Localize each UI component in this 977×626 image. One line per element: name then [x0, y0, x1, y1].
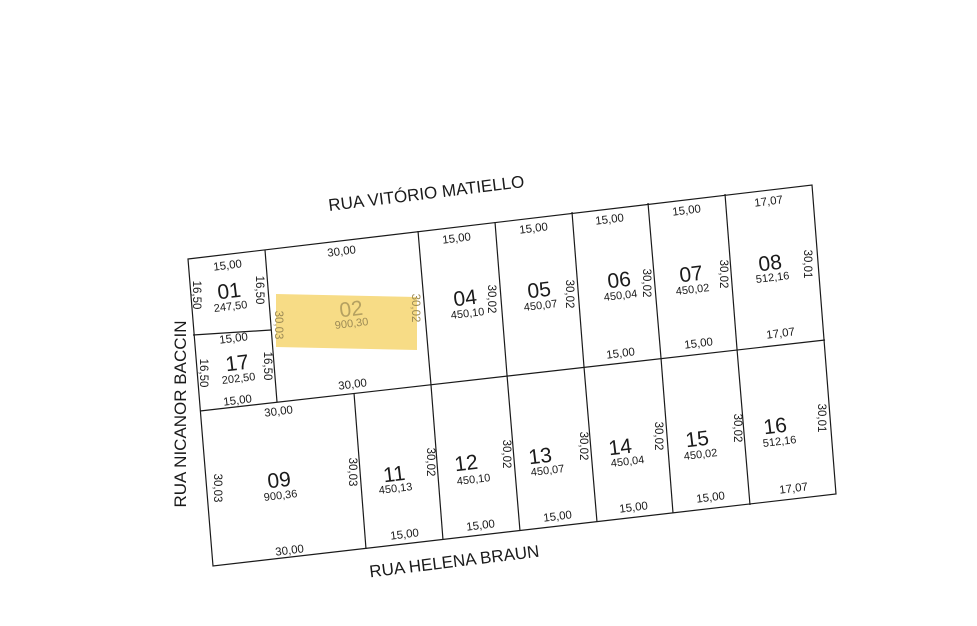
lot-area: 512,16 — [762, 434, 797, 450]
divider-04-05 — [494, 221, 508, 376]
lot-number: 04 — [452, 286, 478, 312]
lot-dimension: 15,00 — [672, 203, 702, 218]
lot-number: 02 — [338, 297, 364, 323]
lot-number: 08 — [757, 251, 783, 277]
lot-dimension: 17,07 — [754, 194, 784, 209]
lot-dimension: 30,00 — [327, 244, 357, 259]
lot-dimension: 15,00 — [519, 221, 549, 236]
lot-area: 450,07 — [523, 298, 558, 314]
lot-number: 07 — [678, 262, 704, 288]
lot-dimension: 15,00 — [219, 331, 249, 346]
lot-area: 900,30 — [334, 316, 369, 332]
lot-area: 450,13 — [378, 481, 413, 497]
lot-area: 450,07 — [530, 463, 565, 479]
lot-area: 450,04 — [610, 454, 645, 470]
lot-number: 13 — [527, 444, 553, 470]
lot-area: 202,50 — [221, 371, 256, 387]
divider-07-08 — [724, 193, 738, 350]
divider-12-13 — [506, 374, 521, 532]
lot-area: 247,50 — [213, 299, 248, 315]
lot-dimension: 15,00 — [595, 212, 625, 227]
lot-number: 09 — [266, 468, 292, 494]
lot-area: 900,36 — [263, 488, 298, 504]
lot-dimension: 17,07 — [779, 481, 809, 496]
divider-09-11 — [353, 392, 367, 550]
lot-dimension: 15,00 — [466, 518, 496, 533]
lot-dimension: 30,02 — [640, 269, 652, 298]
lot-dimension: 15,00 — [390, 527, 420, 542]
street-south-label: RUA HELENA BRAUN — [368, 542, 540, 582]
lot-dimension: 30,01 — [801, 250, 813, 279]
lot-dimension: 30,02 — [717, 260, 729, 289]
divider-11-12 — [430, 384, 444, 541]
lot-area: 450,04 — [603, 288, 638, 304]
divider-14-15 — [660, 357, 674, 514]
lot-number: 11 — [382, 462, 406, 487]
lot-dimension: 30,02 — [424, 448, 436, 477]
lot-dimension: 30,00 — [264, 404, 294, 419]
lot-number: 12 — [453, 451, 479, 477]
lot-dimension: 30,00 — [338, 377, 368, 392]
lot-dimension: 30,02 — [731, 414, 743, 443]
lot-number: 14 — [607, 435, 633, 461]
lot-number: 01 — [216, 279, 242, 305]
lot-dimension: 16,50 — [197, 359, 209, 388]
lot-number: 05 — [526, 278, 552, 304]
lot-dimension: 30,02 — [409, 294, 421, 323]
lot-area: 450,10 — [450, 306, 485, 322]
lot-dimension: 30,03 — [211, 474, 223, 503]
lot-dimension: 15,00 — [213, 258, 243, 273]
lot-dimension: 30,03 — [272, 311, 284, 340]
lot-dimension: 15,00 — [696, 490, 726, 505]
lot-dimension: 15,00 — [606, 346, 636, 361]
lot-dimension: 16,50 — [253, 276, 265, 305]
lot-area: 450,02 — [683, 447, 718, 463]
street-north-label: RUA VITÓRIO MATIELLO — [327, 172, 525, 215]
lot-02-highlight — [276, 294, 417, 350]
lot-dimension: 30,02 — [563, 280, 575, 309]
block-outline — [187, 184, 837, 567]
lot-dimension: 30,00 — [275, 543, 305, 558]
lot-dimension: 15,00 — [619, 500, 649, 515]
lot-dimension: 30,02 — [485, 285, 497, 314]
lot-area: 450,02 — [675, 282, 710, 298]
lot-dimension: 15,00 — [684, 336, 714, 351]
divider-15-16 — [736, 348, 751, 506]
divider-05-06 — [571, 211, 585, 368]
lot-dimension: 30,02 — [500, 440, 512, 469]
lot-number: 06 — [606, 268, 632, 294]
lot-dimension: 30,03 — [346, 458, 358, 487]
lot-dimension: 30,02 — [652, 422, 664, 451]
lot-dimension: 17,07 — [766, 326, 796, 341]
lot-dimension: 16,50 — [261, 352, 273, 381]
lot-dimension: 30,02 — [577, 432, 589, 461]
lot-number: 17 — [224, 351, 250, 377]
street-west-label: RUA NICANOR BACCIN — [171, 320, 190, 507]
divider-06-07 — [647, 202, 662, 359]
lot-area: 512,16 — [755, 270, 790, 286]
divider-13-14 — [583, 366, 598, 523]
lot-number: 16 — [762, 414, 788, 440]
middle-division-line — [199, 339, 826, 412]
lot-dimension: 15,00 — [442, 231, 472, 246]
lot-dimension: 15,00 — [223, 393, 253, 408]
lot-area: 450,10 — [456, 472, 491, 488]
lot-dimension: 16,50 — [190, 281, 202, 310]
divider-01-02 — [264, 249, 278, 403]
lot-number: 15 — [684, 427, 710, 453]
lot-dimension: 30,01 — [815, 404, 827, 433]
divider-02-04 — [417, 230, 432, 386]
divider-01-17 — [192, 329, 272, 336]
lot-dimension: 15,00 — [543, 509, 573, 524]
